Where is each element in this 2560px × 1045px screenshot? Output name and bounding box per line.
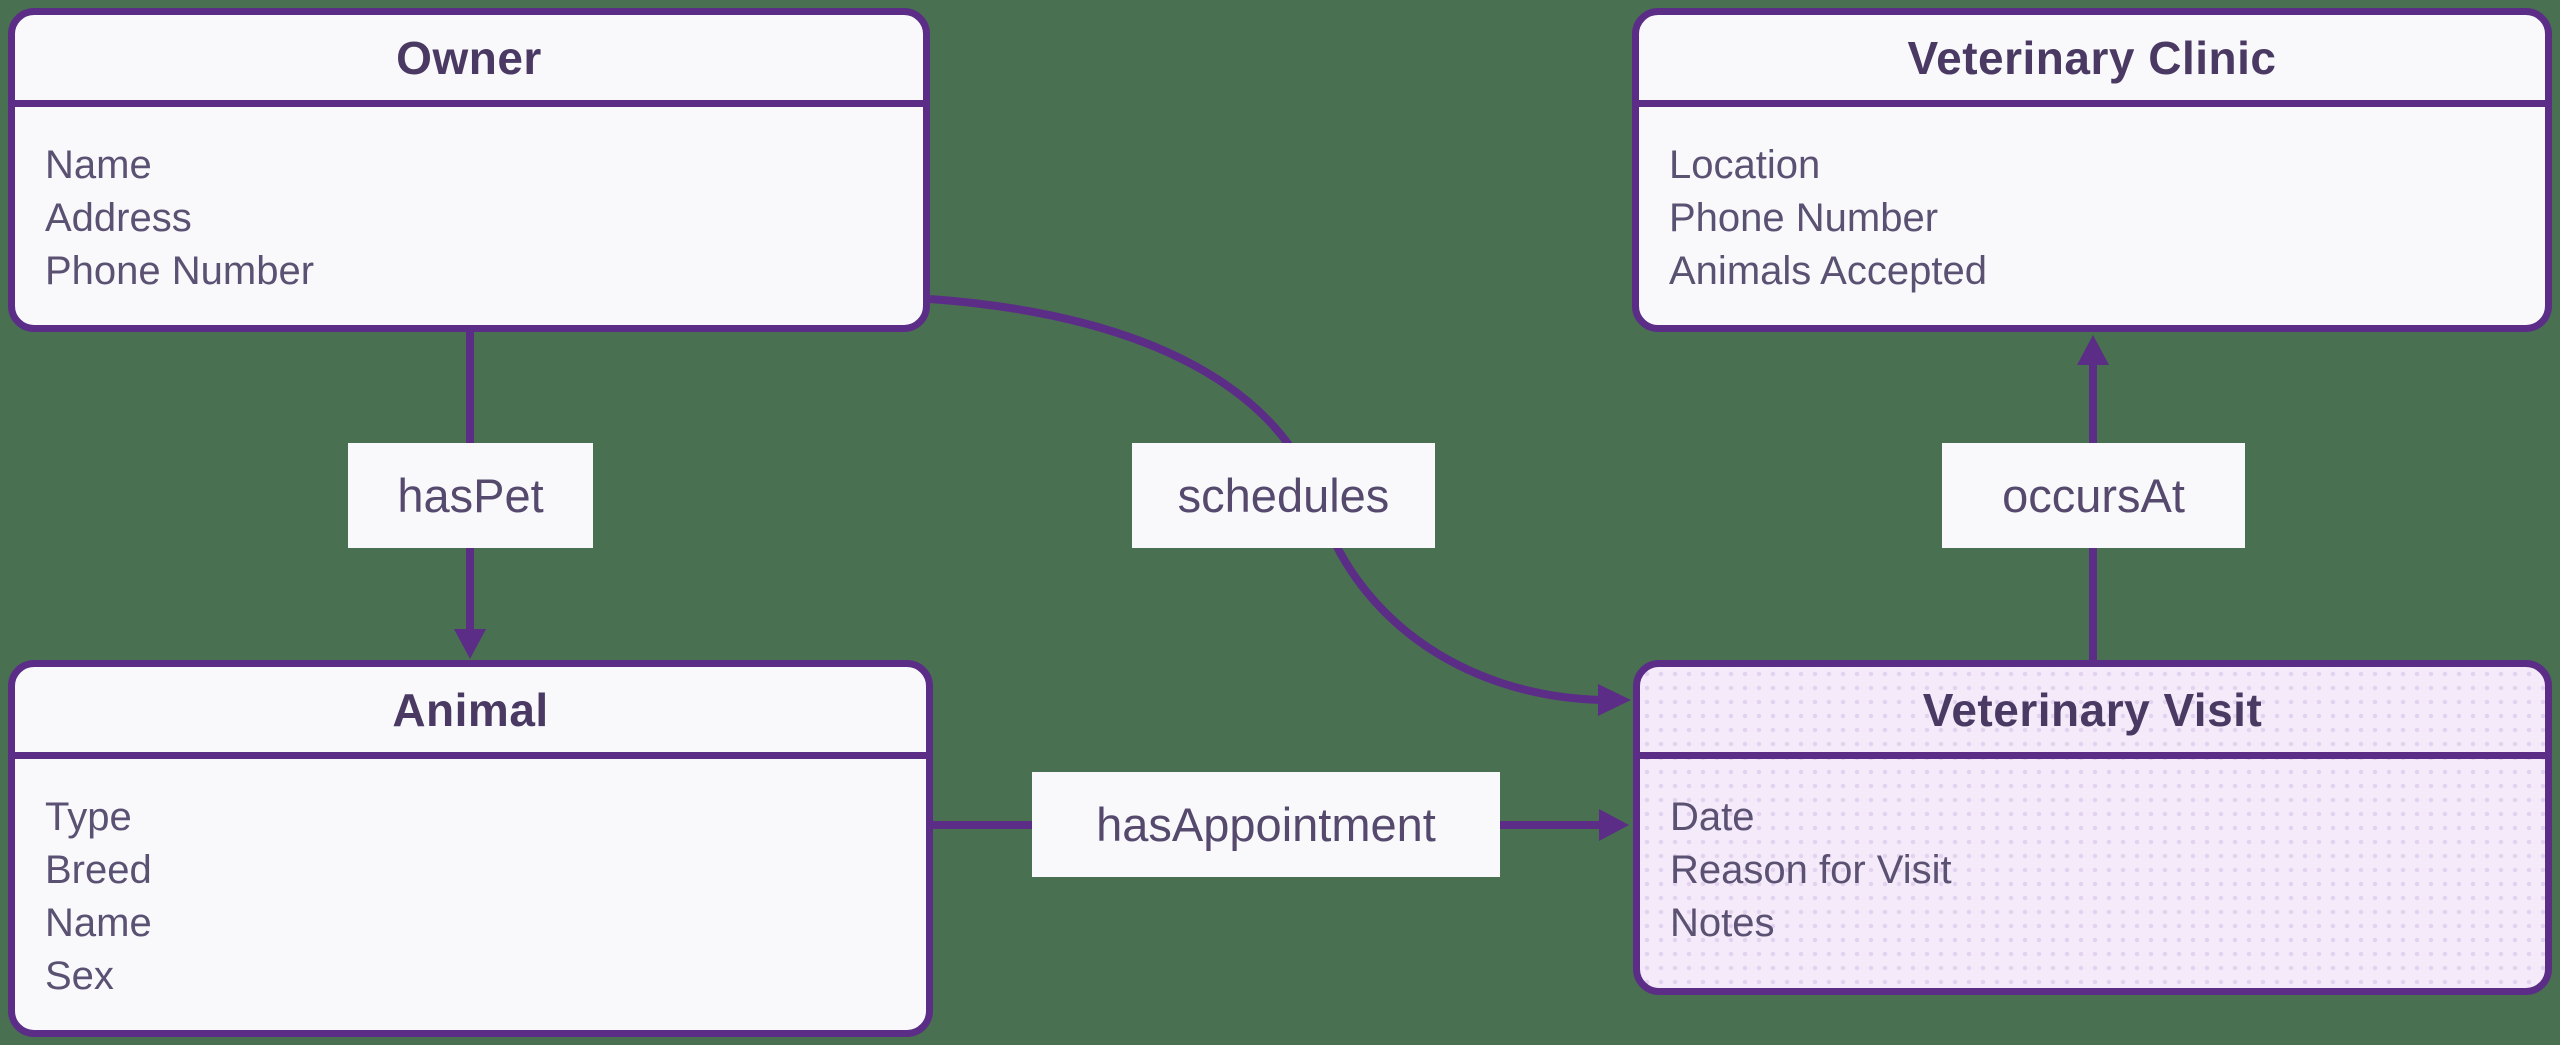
arrowhead-haspet — [454, 629, 486, 659]
entity-animal[interactable]: Animal Type Breed Name Sex — [8, 660, 933, 1037]
attribute: Reason for Visit — [1670, 848, 1952, 892]
entity-veterinary-visit-title: Veterinary Visit — [1640, 667, 2545, 759]
entity-veterinary-clinic-attributes: Location Phone Number Animals Accepted — [1639, 107, 2545, 325]
attribute: Breed — [45, 848, 152, 892]
relationship-label-occursat[interactable]: occursAt — [1942, 443, 2245, 548]
attribute: Address — [45, 196, 192, 240]
attribute: Name — [45, 901, 152, 945]
relationship-label-haspet[interactable]: hasPet — [348, 443, 593, 548]
attribute: Date — [1670, 795, 1755, 839]
entity-owner[interactable]: Owner Name Address Phone Number — [8, 8, 930, 332]
attribute: Phone Number — [1669, 196, 1939, 240]
entity-animal-title: Animal — [15, 667, 926, 759]
attribute: Name — [45, 143, 152, 187]
entity-owner-title: Owner — [15, 15, 923, 107]
attribute: Phone Number — [45, 249, 315, 293]
entity-veterinary-clinic[interactable]: Veterinary Clinic Location Phone Number … — [1632, 8, 2552, 332]
attribute: Animals Accepted — [1669, 249, 1987, 293]
arrowhead-hasappointment — [1599, 809, 1629, 841]
attribute: Type — [45, 795, 132, 839]
attribute: Notes — [1670, 901, 1775, 945]
attribute: Sex — [45, 954, 114, 998]
relationship-label-schedules[interactable]: schedules — [1132, 443, 1435, 548]
entity-owner-attributes: Name Address Phone Number — [15, 107, 923, 325]
arrowhead-occursat — [2077, 335, 2109, 365]
entity-animal-attributes: Type Breed Name Sex — [15, 759, 926, 1030]
relationship-label-hasappointment[interactable]: hasAppointment — [1032, 772, 1500, 877]
entity-veterinary-visit[interactable]: Veterinary Visit Date Reason for Visit N… — [1633, 660, 2552, 995]
arrowhead-schedules — [1598, 684, 1631, 716]
entity-veterinary-visit-attributes: Date Reason for Visit Notes — [1640, 759, 2545, 988]
entity-veterinary-clinic-title: Veterinary Clinic — [1639, 15, 2545, 107]
attribute: Location — [1669, 143, 1821, 187]
